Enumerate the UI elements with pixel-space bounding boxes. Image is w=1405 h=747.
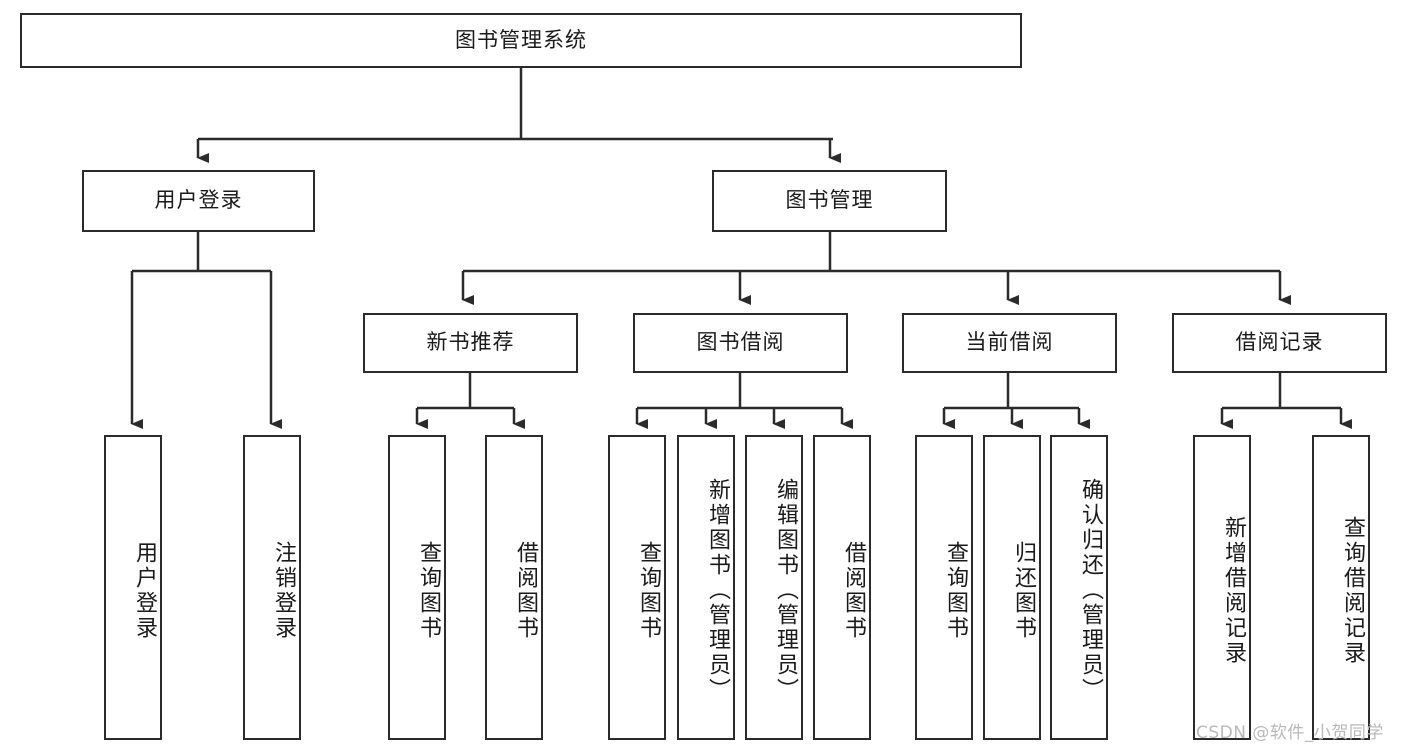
node-leaf-confirm-return-admin[interactable]: 确认归还（管理员）	[1050, 435, 1108, 740]
node-label: 当前借阅	[965, 330, 1054, 355]
node-leaf-add-book-admin[interactable]: 新增图书（管理员）	[677, 435, 735, 740]
node-book-management[interactable]: 图书管理	[712, 170, 947, 232]
node-user-login[interactable]: 用户登录	[82, 170, 315, 232]
node-leaf-query-borrow-record[interactable]: 查询借阅记录	[1312, 435, 1370, 740]
node-label: 查询图书	[416, 540, 441, 641]
node-leaf-user-logout[interactable]: 注销登录	[243, 435, 301, 740]
node-label: 借阅图书	[513, 540, 538, 641]
node-label: 借阅记录	[1235, 330, 1324, 355]
node-leaf-query-book-borrowing[interactable]: 查询图书	[608, 435, 666, 740]
node-label: 查询图书	[636, 540, 661, 641]
node-leaf-add-borrow-record[interactable]: 新增借阅记录	[1193, 435, 1251, 740]
node-label: 注销登录	[271, 540, 296, 641]
node-new-book-recommendation[interactable]: 新书推荐	[363, 313, 578, 373]
node-label: 查询借阅记录	[1340, 515, 1365, 666]
node-label: 新增图书（管理员）	[705, 478, 730, 703]
node-leaf-user-login[interactable]: 用户登录	[104, 435, 162, 740]
node-root-book-management-system[interactable]: 图书管理系统	[20, 13, 1022, 68]
node-borrow-records[interactable]: 借阅记录	[1172, 313, 1387, 373]
node-label: 归还图书	[1011, 540, 1036, 641]
node-label: 编辑图书（管理员）	[773, 478, 798, 703]
csdn-watermark: CSDN @软件_小贺同学	[1196, 723, 1384, 743]
node-label: 用户登录	[154, 188, 243, 213]
node-label: 用户登录	[132, 540, 157, 641]
node-book-borrowing[interactable]: 图书借阅	[633, 313, 848, 373]
node-leaf-query-book-current[interactable]: 查询图书	[915, 435, 973, 740]
node-leaf-borrow-book-recommend[interactable]: 借阅图书	[485, 435, 543, 740]
node-leaf-edit-book-admin[interactable]: 编辑图书（管理员）	[745, 435, 803, 740]
node-label: 查询图书	[943, 540, 968, 641]
node-label: 图书借阅	[696, 330, 785, 355]
node-label: 图书管理系统	[455, 27, 587, 52]
node-label: 确认归还（管理员）	[1078, 478, 1103, 703]
node-leaf-query-book-recommend[interactable]: 查询图书	[388, 435, 446, 740]
node-current-borrowing[interactable]: 当前借阅	[902, 313, 1117, 373]
node-leaf-lend-book[interactable]: 借阅图书	[813, 435, 871, 740]
node-leaf-return-book[interactable]: 归还图书	[983, 435, 1041, 740]
node-label: 新增借阅记录	[1221, 515, 1246, 666]
node-label: 借阅图书	[841, 540, 866, 641]
node-label: 图书管理	[785, 188, 874, 213]
node-label: 新书推荐	[426, 330, 515, 355]
